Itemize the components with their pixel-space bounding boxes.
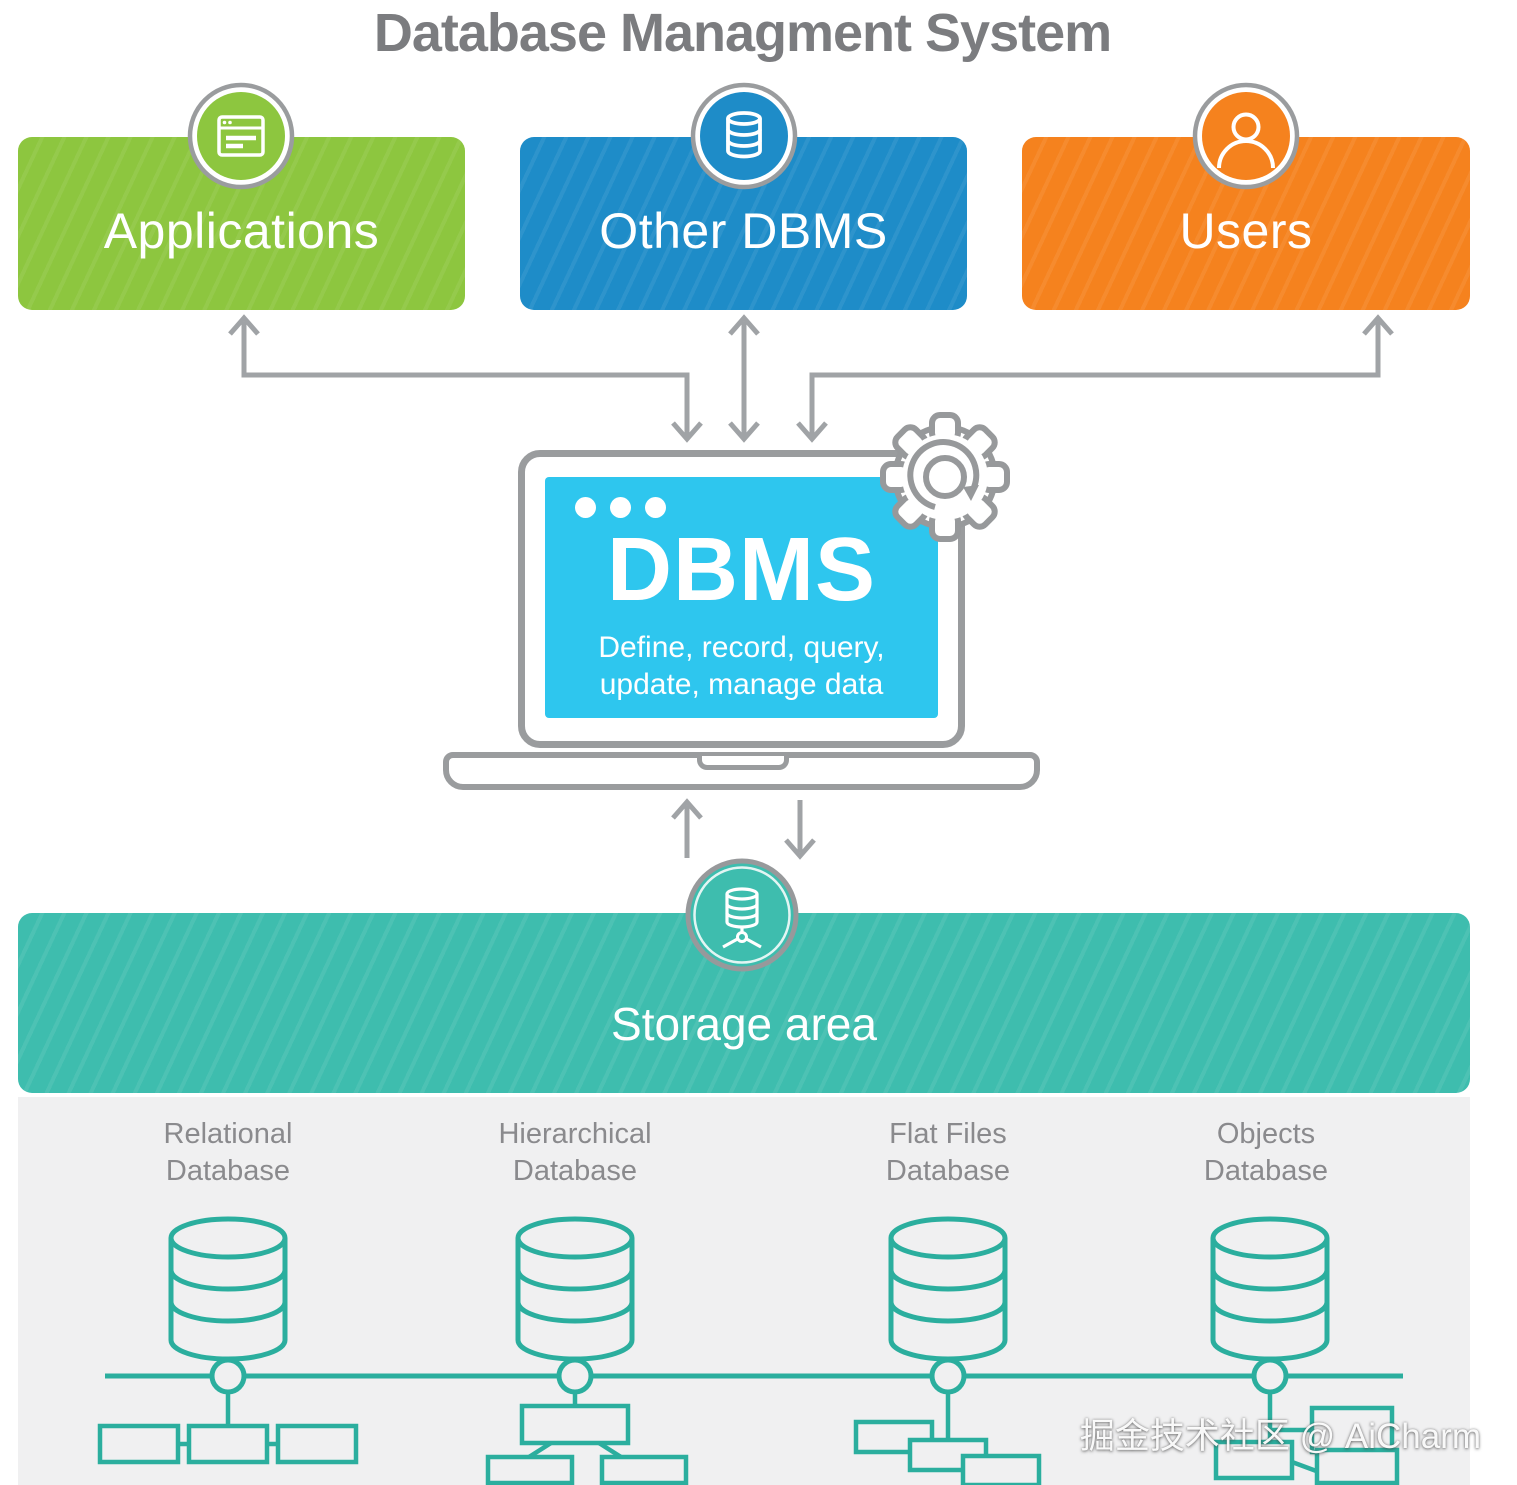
arrowhead-up-otherdbms bbox=[728, 314, 760, 336]
arrowhead-down-right bbox=[796, 421, 828, 443]
dbms-title: DBMS bbox=[607, 520, 876, 620]
box-applications-label: Applications bbox=[103, 202, 380, 259]
database-icon bbox=[690, 82, 798, 190]
hierarchical-network bbox=[485, 1216, 689, 1485]
relational-network bbox=[97, 1216, 359, 1465]
user-icon bbox=[1192, 82, 1300, 190]
arrow-applications-dbms bbox=[241, 322, 690, 436]
database-network-icon bbox=[685, 858, 799, 972]
arrow-users-dbms bbox=[809, 322, 1381, 436]
window-dot bbox=[610, 497, 631, 518]
window-dot bbox=[645, 497, 666, 518]
page-title: Database Managment System bbox=[373, 3, 1112, 63]
box-other-dbms-label: Other DBMS bbox=[599, 202, 888, 259]
arrowhead-down-storage bbox=[784, 838, 816, 860]
arrowhead-down-center bbox=[728, 421, 760, 443]
window-dots-icon bbox=[575, 497, 666, 518]
arrowhead-up-applications bbox=[228, 314, 260, 336]
arrowhead-down-left bbox=[671, 421, 703, 443]
window-dot bbox=[575, 497, 596, 518]
dbms-subtitle-line1: Define, record, query, bbox=[598, 631, 885, 664]
laptop-base bbox=[443, 752, 1040, 790]
dbms-subtitle-line2: update, manage data bbox=[599, 668, 884, 701]
box-users-label: Users bbox=[1179, 202, 1313, 259]
storage-panel bbox=[18, 1097, 1470, 1485]
arrowhead-up-storage bbox=[671, 798, 703, 820]
dbms-screen: DBMS Define, record, query, update, mana… bbox=[545, 477, 938, 718]
box-users: Users bbox=[1022, 137, 1470, 310]
browser-window-icon bbox=[187, 82, 295, 190]
objects-network bbox=[1210, 1216, 1400, 1485]
watermark: 掘金技术社区 @ AiCharm bbox=[1079, 1417, 1481, 1456]
arrowhead-up-users bbox=[1362, 314, 1394, 336]
gear-icon bbox=[863, 395, 1027, 559]
database-label-objects: Objects Database bbox=[1203, 1118, 1329, 1187]
flat-files-network bbox=[853, 1216, 1042, 1485]
database-label-relational: Relational Database bbox=[163, 1118, 293, 1187]
database-label-hierarchical: Hierarchical Database bbox=[498, 1118, 652, 1187]
laptop-base-notch bbox=[697, 756, 789, 770]
database-label-flat-files: Flat Files Database bbox=[885, 1118, 1011, 1187]
storage-area-label: Storage area bbox=[611, 998, 877, 1050]
refresh-arrowhead bbox=[963, 485, 979, 501]
